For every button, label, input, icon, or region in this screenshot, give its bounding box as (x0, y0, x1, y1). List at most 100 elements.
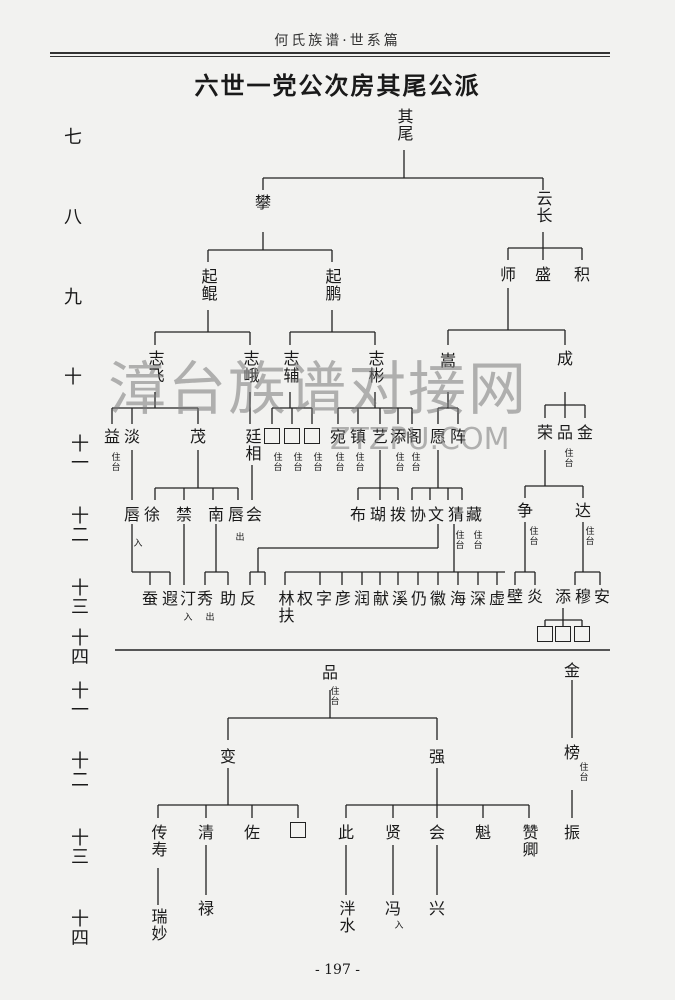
person-mu: 穆 (574, 587, 592, 606)
person-xian: 献 (372, 589, 390, 608)
unknown-name-box (290, 822, 306, 838)
note-zhutai: 住台 (471, 530, 482, 550)
person-can: 蚕 (141, 589, 159, 608)
person-sheng: 盛 (534, 265, 552, 284)
note-zhutai: 住台 (562, 448, 573, 468)
person-xia: 遐 (161, 589, 179, 608)
person-wan: 宛 (329, 427, 347, 446)
person-tian2: 添 (554, 587, 572, 606)
person-tan: 淡 (123, 427, 141, 446)
unknown-name-box (304, 428, 320, 444)
person-xi: 溪 (391, 589, 409, 608)
note-zhutai: 住台 (409, 452, 420, 472)
person-chun: 唇 (123, 505, 141, 524)
person-jin2: 禁 (175, 505, 193, 524)
person-zhen: 镇 (349, 427, 367, 446)
person-bang: 榜 (563, 743, 581, 762)
person-wen: 文 (427, 505, 445, 524)
note-chu: 出 (205, 613, 215, 623)
person-da: 达 (574, 501, 592, 520)
gen-label-14: 十四 (68, 628, 89, 666)
gen-label-7: 七 (64, 127, 82, 148)
watermark-text: 漳台族谱对接网 (108, 355, 529, 423)
person-ge: 阁 (405, 427, 423, 446)
person-linfu: 林扶 (275, 590, 295, 624)
gen-label-13b: 十三 (68, 828, 89, 866)
person-xu2: 虚 (488, 589, 506, 608)
note-zhutai: 住台 (453, 530, 464, 550)
person-ruimiao: 瑞妙 (148, 908, 168, 942)
gen-label-12b: 十二 (68, 751, 89, 789)
person-ci: 此 (337, 823, 355, 842)
person-jin-2: 金 (563, 661, 581, 680)
note-ru: 入 (133, 539, 143, 549)
person-ji: 积 (573, 265, 591, 284)
note-zhutai: 住台 (353, 452, 364, 472)
unknown-name-box (264, 428, 280, 444)
person-bu: 布 (349, 505, 367, 524)
person-cai: 猜 (447, 505, 465, 524)
person-qikun: 起鲲 (198, 268, 218, 302)
person-qiwei: 其尾 (394, 108, 414, 142)
gen-label-11: 十一 (68, 434, 89, 472)
gen-label-9: 九 (64, 287, 82, 308)
gen-label-10: 十 (64, 367, 82, 388)
person-qing: 清 (197, 823, 215, 842)
unknown-name-box (574, 626, 590, 642)
person-zhifei: 志飞 (145, 350, 165, 384)
person-zanqing: 赞卿 (519, 824, 539, 858)
person-qipeng: 起鹏 (322, 268, 342, 302)
person-reng: 仍 (410, 589, 428, 608)
person-kui: 魁 (474, 823, 492, 842)
person-shi: 师 (499, 265, 517, 284)
person-hui3: 会 (428, 823, 446, 842)
unknown-name-box (555, 626, 571, 642)
person-zhen2: 阵 (449, 427, 467, 446)
person-pan: 攀 (254, 193, 272, 212)
person-hai: 海 (449, 589, 467, 608)
person-zuo: 佐 (243, 823, 261, 842)
gen-label-8: 八 (64, 207, 82, 228)
person-bi: 壁 (506, 587, 524, 606)
person-zhen3: 振 (563, 823, 581, 842)
gen-label-11b: 十一 (68, 681, 89, 719)
header-rule-thin (50, 56, 610, 57)
note-zhutai: 住台 (393, 452, 404, 472)
person-chun2: 唇 (227, 505, 245, 524)
person-hui2: 徽 (429, 589, 447, 608)
page-number: - 197 - (314, 962, 361, 978)
person-cang: 藏 (465, 505, 483, 524)
person-feng: 冯 (384, 899, 402, 918)
unknown-name-box (284, 428, 300, 444)
person-ba: 拨 (389, 505, 407, 524)
page-header: 何氏族谱·世系篇 (274, 33, 401, 49)
gen-label-14b: 十四 (68, 909, 89, 947)
person-song: 嵩 (439, 351, 457, 370)
person-run: 润 (353, 589, 371, 608)
person-qiang: 强 (428, 747, 446, 766)
person-shen: 深 (469, 589, 487, 608)
person-xing: 兴 (428, 899, 446, 918)
person-yan2: 炎 (526, 587, 544, 606)
person-zheng: 争 (516, 501, 534, 520)
person-jin: 金 (576, 423, 594, 442)
person-yuan: 愿 (429, 427, 447, 446)
person-chuanshou: 传寿 (148, 824, 168, 858)
person-bian: 变 (219, 747, 237, 766)
person-yan: 彦 (334, 589, 352, 608)
person-tingxiang: 廷相 (242, 428, 262, 462)
note-zhutai: 住台 (583, 526, 594, 546)
person-mao: 茂 (189, 427, 207, 446)
page-title: 六世一党公次房其尾公派 (194, 71, 481, 100)
note-zhutai: 住台 (311, 452, 322, 472)
person-quan: 权 (296, 589, 314, 608)
gen-label-12: 十二 (68, 506, 89, 544)
person-xian2: 贤 (384, 823, 402, 842)
note-zhutai: 住台 (328, 686, 339, 706)
person-zhibin: 志彬 (365, 350, 385, 384)
person-zhifu: 志辅 (280, 350, 300, 384)
person-an: 安 (593, 587, 611, 606)
person-lu: 禄 (197, 899, 215, 918)
person-nan: 南 (207, 505, 225, 524)
